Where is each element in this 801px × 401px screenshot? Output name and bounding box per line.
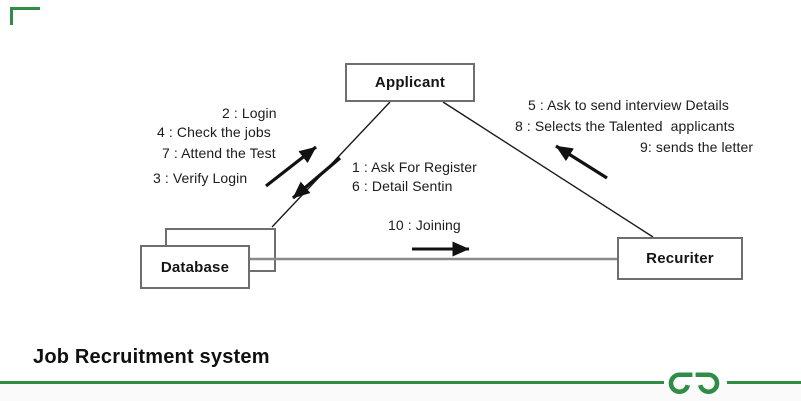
- page-title: Job Recruitment system: [33, 346, 270, 368]
- geeksforgeeks-logo-icon: [668, 372, 720, 395]
- link-applicant-recruiter: [442, 101, 654, 238]
- message-label-6-detail-sentin: 6 : Detail Sentin: [352, 178, 453, 194]
- arrow-to-applicant-icon: [265, 145, 317, 188]
- recruiter-node: Recuriter: [617, 237, 743, 280]
- applicant-node-label: Applicant: [374, 74, 446, 91]
- footer-strip: [0, 384, 801, 401]
- arrow-to-database-icon: [291, 156, 342, 200]
- footer-accent-line-right: [727, 381, 801, 384]
- message-label-4-check-jobs: 4 : Check the jobs: [157, 124, 271, 140]
- database-node-label: Database: [160, 258, 230, 276]
- message-label-8-selects-applicants: 8 : Selects the Talented applicants: [515, 118, 735, 134]
- message-label-3-verify-login: 3 : Verify Login: [153, 170, 248, 186]
- message-label-2-login: 2 : Login: [222, 105, 277, 121]
- applicant-node: Applicant: [345, 63, 475, 102]
- corner-accent-mark: [10, 7, 40, 25]
- footer-accent-line-left: [0, 381, 664, 384]
- arrow-recruiter-to-applicant-icon: [555, 144, 608, 180]
- message-label-10-joining: 10 : Joining: [388, 217, 461, 233]
- database-node: Database: [140, 245, 250, 289]
- message-label-7-attend-test: 7 : Attend the Test: [162, 145, 276, 161]
- message-label-9-sends-letter: 9: sends the letter: [640, 139, 754, 155]
- recruiter-node-label: Recuriter: [646, 250, 714, 267]
- message-label-1-ask-register: 1 : Ask For Register: [352, 159, 477, 175]
- message-label-5-interview-details: 5 : Ask to send interview Details: [528, 97, 729, 113]
